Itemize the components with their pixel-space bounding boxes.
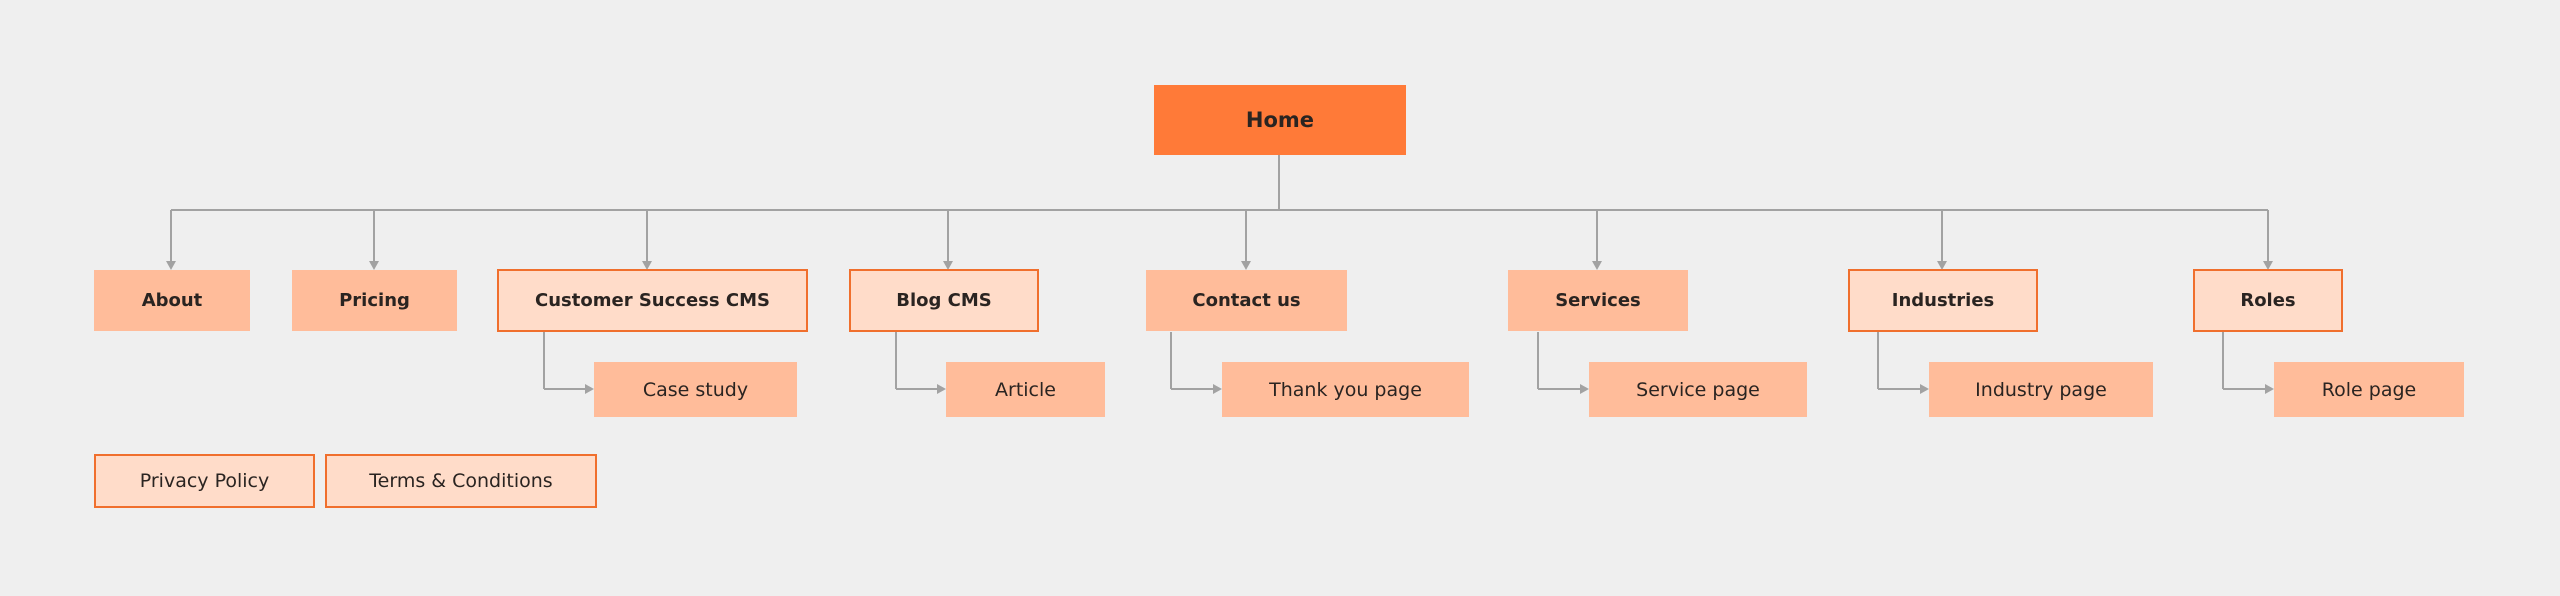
child-arrow-2 <box>1213 384 1222 394</box>
section-arrow-2 <box>642 261 652 270</box>
node-industry-page: Industry page <box>1929 362 2153 417</box>
node-thank-you-page-label: Thank you page <box>1269 378 1422 401</box>
node-pricing: Pricing <box>292 270 457 331</box>
node-contact-us: Contact us <box>1146 270 1347 331</box>
child-arrow-3 <box>1580 384 1589 394</box>
section-arrow-1 <box>369 261 379 270</box>
section-arrow-4 <box>1241 261 1251 270</box>
node-about-label: About <box>141 290 203 311</box>
node-services: Services <box>1508 270 1688 331</box>
section-arrow-3 <box>943 261 953 270</box>
section-arrow-0 <box>166 261 176 270</box>
node-role-page: Role page <box>2274 362 2464 417</box>
node-roles-label: Roles <box>2240 290 2296 311</box>
child-arrow-1 <box>937 384 946 394</box>
node-industry-page-label: Industry page <box>1975 378 2107 401</box>
section-arrow-5 <box>1592 261 1602 270</box>
node-service-page-label: Service page <box>1636 378 1760 401</box>
node-article: Article <box>946 362 1105 417</box>
node-services-label: Services <box>1555 290 1641 311</box>
node-case-study-label: Case study <box>642 378 749 401</box>
node-contact-us-label: Contact us <box>1192 290 1301 311</box>
section-arrow-7 <box>2263 261 2273 270</box>
section-arrow-6 <box>1937 261 1947 270</box>
node-service-page: Service page <box>1589 362 1807 417</box>
node-terms-conditions-label: Terms & Conditions <box>369 470 553 492</box>
node-blog-cms: Blog CMS <box>849 269 1039 332</box>
node-role-page-label: Role page <box>2321 378 2417 401</box>
child-arrow-5 <box>2265 384 2274 394</box>
node-about: About <box>94 270 250 331</box>
node-home: Home <box>1154 85 1406 155</box>
node-customer-success-cms: Customer Success CMS <box>497 269 808 332</box>
child-arrow-4 <box>1920 384 1929 394</box>
node-customer-success-cms-label: Customer Success CMS <box>535 290 770 311</box>
node-industries-label: Industries <box>1891 290 1995 311</box>
node-pricing-label: Pricing <box>339 290 410 311</box>
node-roles: Roles <box>2193 269 2343 332</box>
node-privacy-policy: Privacy Policy <box>94 454 315 508</box>
node-home-label: Home <box>1245 108 1315 132</box>
node-case-study: Case study <box>594 362 797 417</box>
node-privacy-policy-label: Privacy Policy <box>139 470 270 492</box>
node-industries: Industries <box>1848 269 2038 332</box>
node-blog-cms-label: Blog CMS <box>896 290 992 311</box>
node-terms-conditions: Terms & Conditions <box>325 454 597 508</box>
child-arrow-0 <box>585 384 594 394</box>
node-thank-you-page: Thank you page <box>1222 362 1469 417</box>
node-article-label: Article <box>995 378 1056 401</box>
